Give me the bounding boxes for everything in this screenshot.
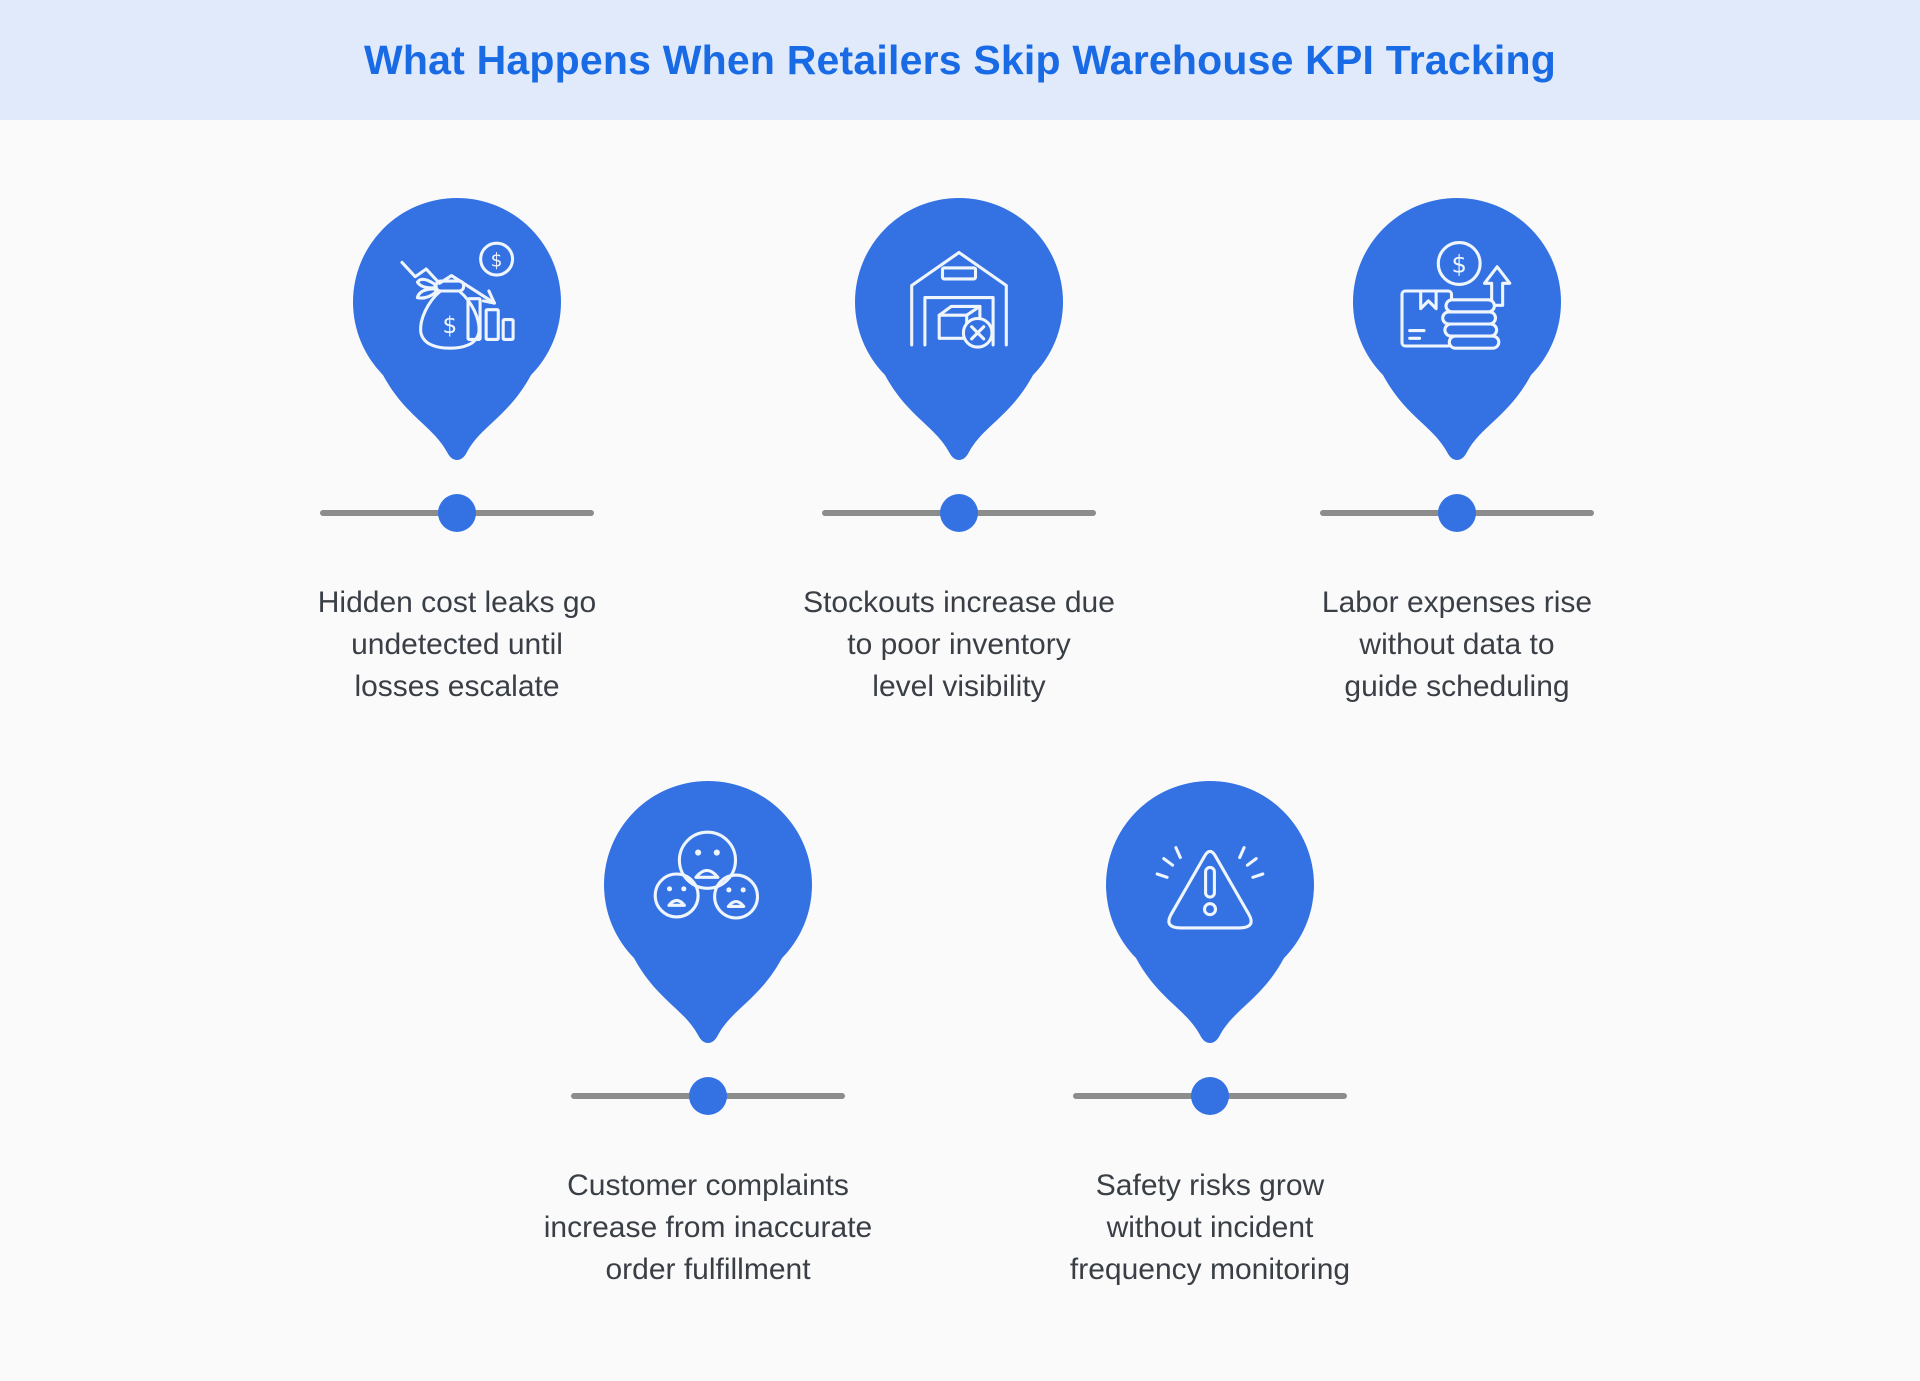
caption-text: Safety risks grow without incident frequ… — [1069, 1169, 1351, 1286]
safety-warning-icon — [1155, 846, 1265, 930]
declining-profit-icon: $ $ — [400, 241, 515, 350]
card-safety-risks: Safety risks grow without incident frequ… — [960, 777, 1460, 1377]
rising-labor-cost-icon: $ — [1400, 241, 1512, 350]
card-stockouts: Stockouts increase due to poor inventory… — [709, 194, 1209, 794]
timeline-dot — [1191, 1077, 1229, 1115]
svg-text:$: $ — [442, 313, 457, 339]
svg-text:$: $ — [1452, 250, 1467, 278]
page-title: What Happens When Retailers Skip Warehou… — [364, 36, 1556, 83]
caption-text: Hidden cost leaks go undetected until lo… — [317, 586, 597, 703]
timeline-dot — [438, 494, 476, 532]
timeline-dot — [689, 1077, 727, 1115]
card-hidden-costs: $ $ Hidden cost leaks go undetected unti… — [207, 194, 707, 794]
pin-marker: $ — [1353, 198, 1561, 460]
svg-text:$: $ — [491, 250, 503, 271]
caption-text: Stockouts increase due to poor inventory… — [803, 586, 1115, 703]
card-customer-complaints: Customer complaints increase from inaccu… — [458, 777, 958, 1377]
warehouse-stockout-icon — [910, 250, 1008, 349]
card-labor-expenses: $ Labor expenses rise without data to gu… — [1207, 194, 1707, 794]
unhappy-customers-icon — [653, 830, 760, 920]
caption-text: Customer complaints increase from inaccu… — [543, 1169, 873, 1286]
header-banner: What Happens When Retailers Skip Warehou… — [0, 0, 1920, 120]
pin-marker — [604, 781, 812, 1043]
pin-marker: $ $ — [353, 198, 561, 460]
pin-marker — [1106, 781, 1314, 1043]
pin-marker — [855, 198, 1063, 460]
timeline-dot — [940, 494, 978, 532]
timeline-dot — [1438, 494, 1476, 532]
caption-text: Labor expenses rise without data to guid… — [1321, 586, 1593, 703]
